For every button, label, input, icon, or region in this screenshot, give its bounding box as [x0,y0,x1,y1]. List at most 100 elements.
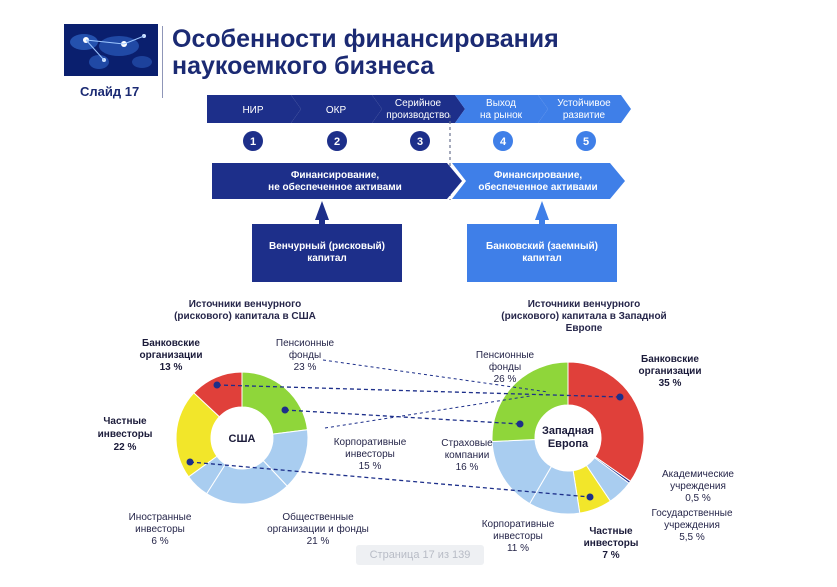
europe-insurance-label-3: 16 % [456,462,479,473]
europe-state-label-2: учреждения [664,520,720,531]
logo-image [64,24,158,76]
financing-unsecured-arrow [212,163,462,199]
venture-capital-line2: капитал [307,253,347,264]
banks-dash-top [322,359,549,393]
usa-public-label-3: 21 % [307,536,330,547]
usa-foreign-label-2: инвесторы [135,524,185,535]
step-3-chevron [372,95,465,123]
step-1-number: 1 [250,136,256,148]
step-5-label-line1: Устойчивое [557,98,611,109]
usa-private-label-2: инвесторы [98,429,153,440]
financing-secured-line2: обеспеченное активами [478,181,597,193]
europe-banks-label-3: 35 % [659,378,682,389]
page-title: Особенности финансирования наукоемкого б… [172,26,559,80]
step-2-number-badge [327,131,347,151]
pension-connector [284,409,521,425]
europe-private-label-1: Частные [589,526,633,537]
comparison-connectors [186,359,624,501]
venture-capital-box [252,224,402,282]
step-5-number-badge [576,131,596,151]
step-2-chevron [291,95,382,123]
world-network-icon [64,24,158,76]
pension-dot-usa [281,406,289,414]
pension-dash-top [324,395,531,429]
step-2-label: ОКР [326,105,347,116]
title-line-2: наукоемкого бизнеса [172,52,435,80]
usa-banks-label-3: 13 % [160,362,183,373]
usa-private-label-3: 22 % [114,442,137,453]
europe-center-label-line2: Европа [548,438,589,450]
europe-banks-label-1: Банковские [641,354,699,365]
step-1-chevron [207,95,301,123]
step-1-number-badge [243,131,263,151]
europe-insurance-label-1: Страховые [441,438,493,449]
europe-heading-line3: Европе [566,323,603,334]
step-5-chevron [538,95,631,123]
europe-corporate-label-1: Корпоративные [482,519,555,530]
bank-capital-line2: капитал [522,253,562,264]
step-4-label-line2: на рынок [480,110,523,121]
europe-corporate-label-3: 11 % [507,543,529,554]
bank-capital-box [467,224,617,282]
europe-pension-label-3: 26 % [494,374,517,385]
title-line-1: Особенности финансирования [172,25,559,53]
step-4-label-line1: Выход [486,98,516,109]
usa-foreign-label-1: Иностранные [129,512,192,523]
usa-heading-line2: (рискового) капитала в США [174,311,316,322]
europe-private-label-3: 7 % [602,550,619,561]
step-5-number: 5 [583,136,589,148]
banks-dot-usa [213,381,221,389]
europe-academic-label-1: Академические [662,469,734,480]
europe-private-label-2: инвесторы [584,538,639,549]
usa-private-label-1: Частные [103,416,147,427]
usa-donut-chart [175,371,309,505]
europe-center-circle [535,405,601,471]
usa-center-label: США [229,433,256,445]
usa-banks-label-1: Банковские [142,338,200,349]
header-divider [162,26,163,98]
europe-academic-label-3: 0,5 % [685,493,711,504]
europe-labels: Источники венчурного (рискового) капитал… [441,299,734,561]
financing-unsecured-line2: не обеспеченное активами [268,181,402,193]
venture-up-arrow [315,201,329,225]
europe-pension-label-2: фонды [489,361,521,373]
bank-capital-line1: Банковский (заемный) [486,241,598,252]
step-3-number-badge [410,131,430,151]
europe-state-label-1: Государственные [651,508,733,519]
step-3-number: 3 [417,136,423,148]
europe-center-label-line1: Западная [542,425,594,437]
banks-dot-eu [616,393,624,401]
process-steps: НИР ОКР Серийное производство Выход на р… [207,95,631,200]
step-3-label-line2: производство [386,110,450,121]
venture-capital-line1: Венчурный (рисковый) [269,241,385,252]
step-3-label-line1: Серийное [395,98,442,109]
step-4-number: 4 [500,136,507,148]
financing-secured-line1: Финансирование, [494,170,583,181]
step-5-label-line2: развитие [563,110,606,121]
usa-public-label-1: Общественные [282,511,354,523]
europe-pension-label-1: Пенсионные [476,350,535,361]
usa-banks-label-2: организации [140,350,203,361]
usa-foreign-label-3: 6 % [151,536,168,547]
usa-corporate-label-1: Корпоративные [334,437,407,448]
usa-public-label-2: организации и фонды [267,523,369,535]
usa-corporate-label-3: 15 % [359,461,382,472]
europe-corporate-label-2: инвесторы [493,531,543,542]
step-1-label: НИР [242,105,263,116]
pension-dot-eu [516,420,524,428]
usa-labels: Источники венчурного (рискового) капитал… [98,299,407,547]
europe-heading-line1: Источники венчурного [528,299,641,310]
private-dot-eu [586,493,594,501]
europe-academic-label-2: учреждения [670,481,726,492]
usa-pension-label-2: фонды [289,349,321,361]
europe-heading-line2: (рискового) капитала в Западной [501,311,666,322]
bank-up-arrow [535,201,549,225]
usa-center-circle [211,407,273,469]
europe-insurance-label-2: компании [445,450,490,461]
private-dot-usa [186,458,194,466]
usa-pension-label-3: 23 % [294,362,317,373]
usa-corporate-label-2: инвесторы [345,449,395,460]
europe-banks-label-2: организации [639,366,702,377]
page-counter: Страница 17 из 139 [356,545,484,565]
